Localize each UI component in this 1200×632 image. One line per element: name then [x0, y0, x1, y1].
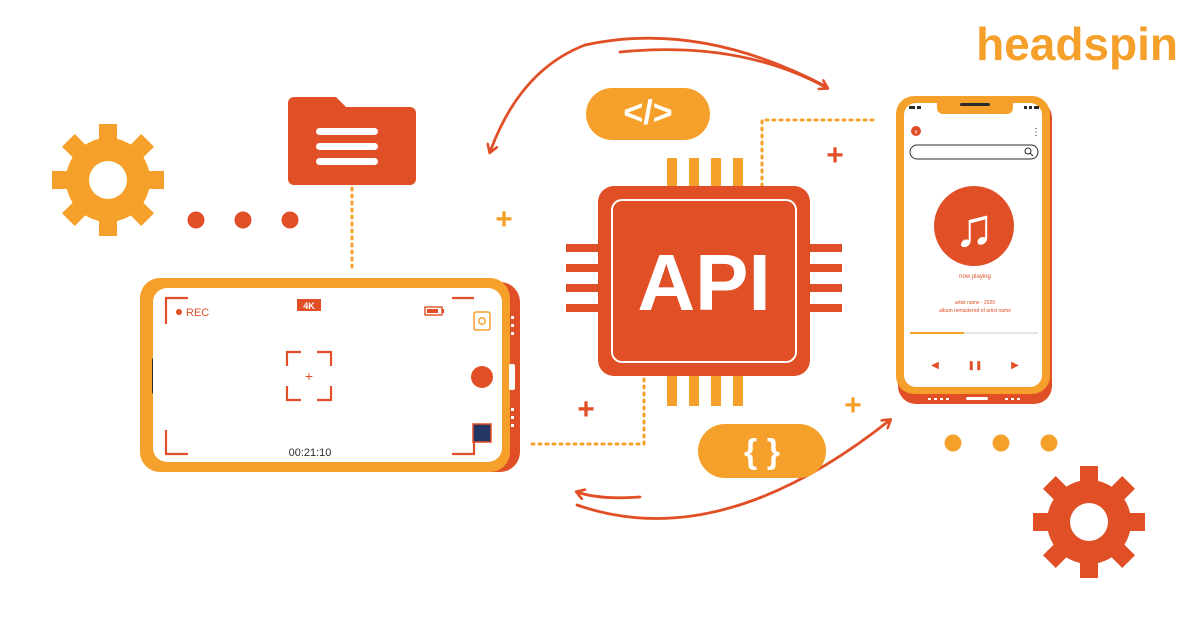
api-chip: API: [566, 158, 842, 406]
arrow-top-to-folder: [490, 43, 587, 152]
record-timer: 00:21:10: [289, 447, 332, 459]
artist-line: artist name - 2020: [955, 300, 996, 306]
frame-corners: [164, 296, 476, 456]
battery-icon: [424, 306, 444, 316]
record-button[interactable]: [471, 366, 493, 388]
back-button[interactable]: [911, 126, 921, 136]
braces-label: { }: [744, 433, 780, 471]
album-art: [934, 186, 1014, 266]
search-input[interactable]: [909, 144, 1039, 160]
arrow-bottom-to-left: [577, 492, 642, 498]
folder-icon: [288, 97, 416, 185]
plus-sign: +: [577, 393, 595, 426]
focus-center-icon: +: [305, 368, 313, 384]
code-tag-badge: </>: [586, 88, 710, 140]
braces-badge: { }: [698, 424, 826, 478]
music-phone: ‹ ⋮ ♫ now playing artist name - 2020 alb…: [896, 96, 1052, 404]
headspin-logo: headspin: [976, 18, 1178, 70]
camera-viewfinder: [153, 288, 502, 462]
album-line: album remastered of artist name: [939, 308, 1011, 314]
previous-button[interactable]: ◀: [931, 360, 939, 371]
arrow-top-segment: [583, 36, 829, 89]
resolution-badge: [297, 299, 321, 311]
plus-sign: +: [844, 389, 862, 422]
pause-button[interactable]: ❚❚: [967, 360, 982, 371]
chip-pins: [667, 158, 743, 406]
plus-sign: +: [826, 139, 844, 172]
resolution-label: 4K: [303, 301, 315, 311]
dots-left: [187, 211, 299, 229]
gear-icon-right: [1033, 466, 1145, 578]
progress-track[interactable]: [910, 332, 1038, 334]
next-button[interactable]: ▶: [1011, 360, 1019, 371]
search-icon: [1024, 147, 1034, 157]
now-playing-label: now playing: [959, 274, 991, 280]
camera-switch-icon[interactable]: [473, 311, 491, 331]
plus-sign: +: [495, 203, 513, 236]
gallery-thumbnail[interactable]: [472, 423, 492, 443]
dotted-connectors: [350, 118, 877, 446]
more-menu-button[interactable]: ⋮: [1031, 127, 1041, 138]
progress-fill: [910, 332, 964, 334]
arrow-bottom-to-phone: [575, 420, 890, 520]
music-note-icon: ♫: [954, 198, 995, 258]
sync-arrows: [490, 36, 890, 520]
chevron-left-icon: ‹: [915, 127, 918, 136]
code-tag-label: </>: [623, 94, 672, 132]
rec-label: REC: [186, 307, 209, 319]
api-label: API: [637, 238, 770, 327]
arrow-top-to-phone: [618, 48, 827, 88]
rec-dot: [176, 309, 182, 315]
camera-phone: REC 4K + 00:21:10: [140, 278, 520, 472]
dots-right: [944, 434, 1058, 452]
gear-icon-left: [52, 124, 164, 236]
